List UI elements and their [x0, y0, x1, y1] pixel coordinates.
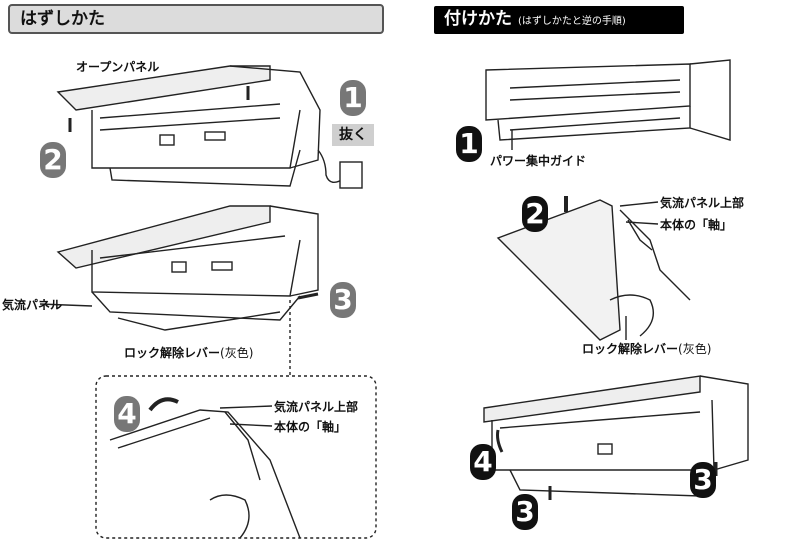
label-lock-lever: ロック解除レバー(灰色) — [124, 346, 253, 360]
step-badge-r4: 4 — [470, 444, 496, 480]
section-header-remove: はずしかた — [8, 4, 384, 34]
label-panel-top-right: 気流パネル上部 — [660, 196, 745, 210]
step-badge-r2: 2 — [522, 196, 548, 232]
label-open-panel: オープンパネル — [76, 60, 160, 74]
step-badge-4: 4 — [114, 396, 140, 432]
label-airflow-panel: 気流パネル — [2, 298, 63, 312]
label-power-guide: パワー集中ガイド — [490, 154, 587, 168]
label-panel-top: 気流パネル上部 — [274, 400, 359, 414]
label-lock-lever-right: ロック解除レバー(灰色) — [582, 342, 711, 356]
step-badge-3: 3 — [330, 282, 356, 318]
lock-lever-text-right: ロック解除レバー — [582, 342, 679, 356]
lock-lever-color: (灰色) — [220, 346, 254, 360]
step-badge-r3a: 3 — [512, 494, 538, 530]
attach-title: 付けかた — [444, 9, 512, 29]
attach-subtitle: (はずしかたと逆の手順) — [518, 16, 626, 27]
section-header-attach: 付けかた (はずしかたと逆の手順) — [434, 6, 684, 34]
step-badge-r3b: 3 — [690, 462, 716, 498]
step-badge-r1: 1 — [456, 126, 482, 162]
label-body-axis: 本体の「軸」 — [274, 420, 347, 434]
step-badge-1: 1 — [340, 80, 366, 116]
step-badge-2: 2 — [40, 142, 66, 178]
lock-lever-text: ロック解除レバー — [124, 346, 221, 360]
label-unplug: 抜く — [332, 124, 374, 146]
label-body-axis-right: 本体の「軸」 — [660, 218, 733, 232]
lock-lever-color-right: (灰色) — [678, 342, 712, 356]
